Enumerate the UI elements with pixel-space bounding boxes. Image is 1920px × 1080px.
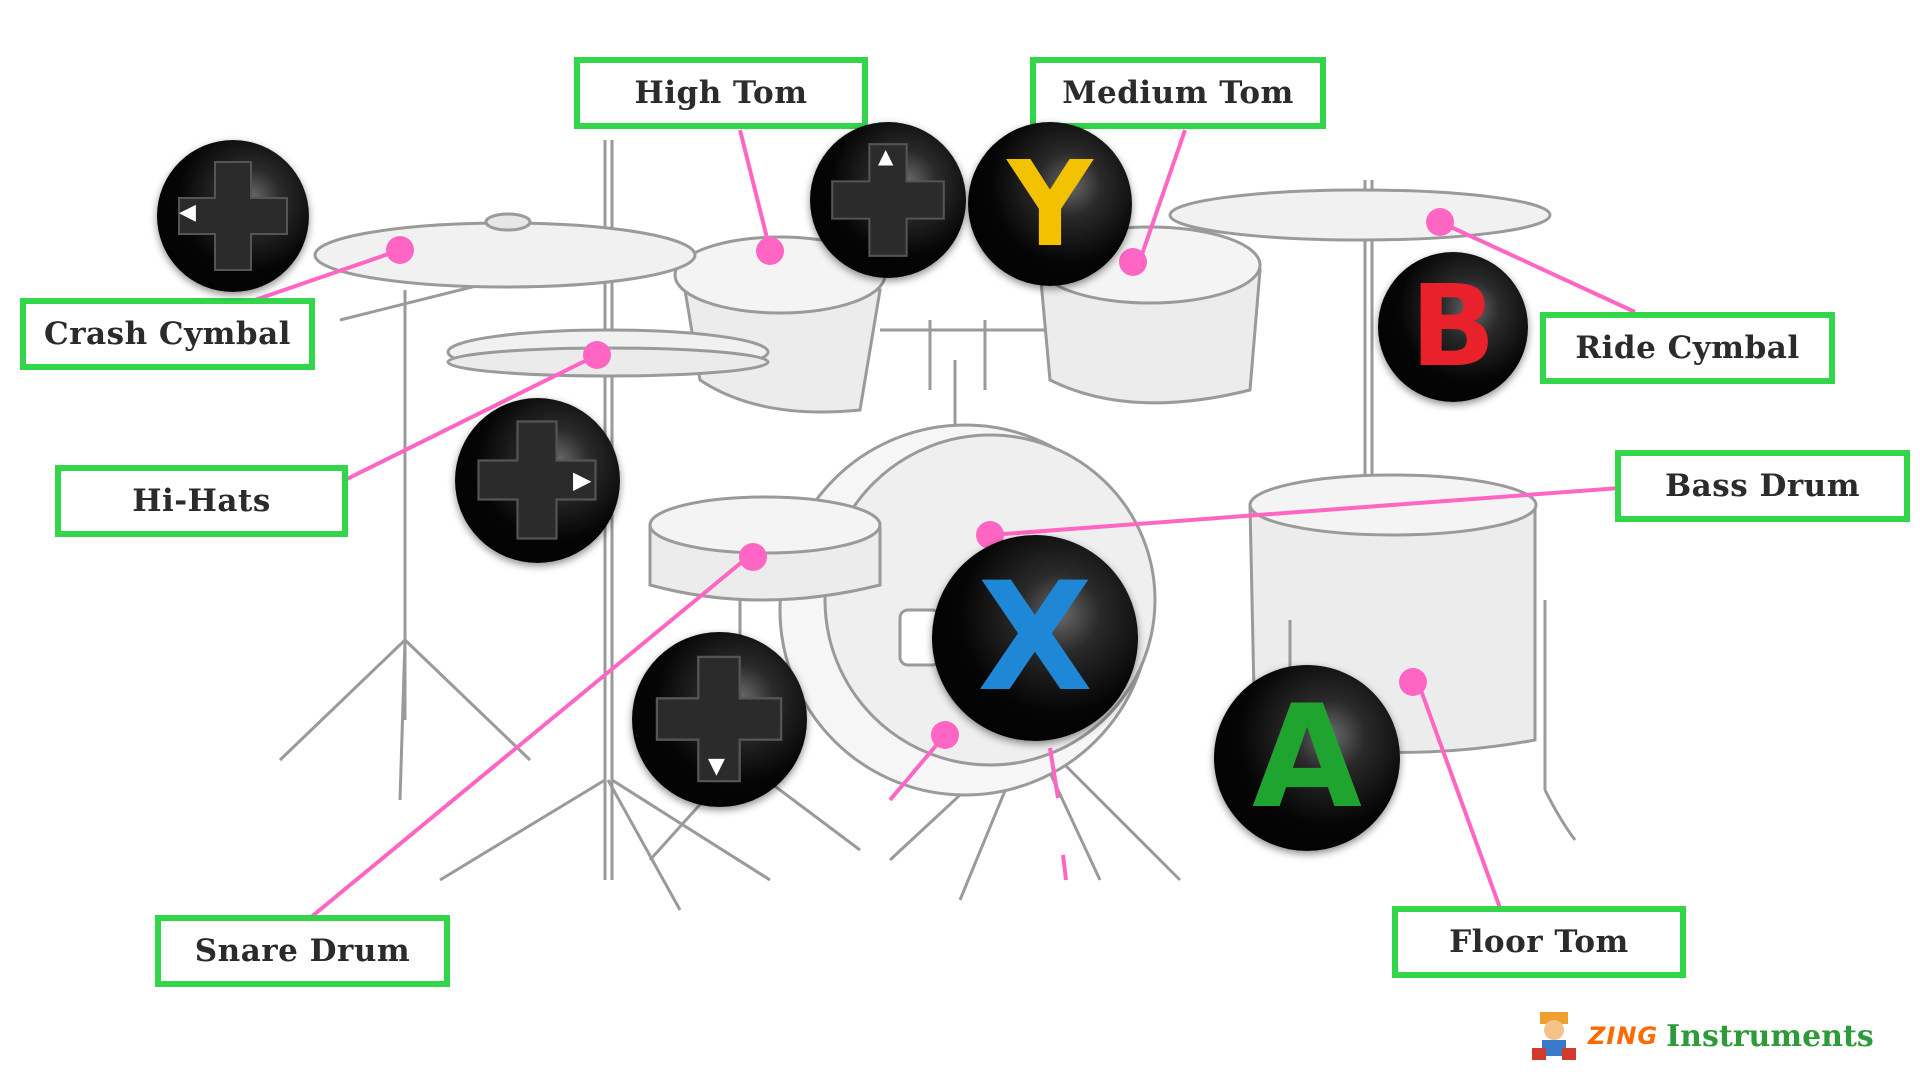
dpad-left-icon: ◀ [157,140,309,292]
button-b-letter: B [1410,262,1496,392]
drummer-mascot-icon [1532,1012,1576,1060]
brand-name-part1: ZING [1588,1022,1659,1050]
button-b-icon: B [1378,252,1528,402]
dpad-left-arrow: ◀ [179,200,196,225]
label-crash-cymbal: Crash Cymbal [20,298,315,370]
dpad-up-icon: ▲ [810,122,966,278]
dpad-right-arrow: ▶ [573,466,592,494]
label-ride-cymbal: Ride Cymbal [1540,312,1835,384]
crash-stand [278,283,532,801]
dpad-cross-icon [831,143,945,257]
dpad-cross-icon [477,420,597,540]
label-floor-tom: Floor Tom [1392,906,1686,978]
zing-instruments-logo: ZING Instruments [1528,1008,1874,1064]
ride-cymbal-shape [1168,188,1552,242]
button-x-icon: X [932,535,1138,741]
dpad-down-icon: ▼ [632,632,807,807]
button-y-icon: Y [968,122,1132,286]
button-x-letter: X [977,551,1093,725]
dpad-down-arrow: ▼ [708,754,725,779]
label-bass-drum: Bass Drum [1615,450,1910,522]
dpad-cross-icon [178,161,288,271]
leader-lines [254,129,1636,920]
button-a-letter: A [1252,675,1362,840]
button-a-icon: A [1214,665,1400,851]
label-snare-drum: Snare Drum [155,915,450,987]
brand-name-part2: Instruments [1666,1018,1874,1054]
dpad-right-icon: ▶ [455,398,620,563]
label-high-tom: High Tom [574,57,868,129]
dpad-up-arrow: ▲ [878,144,894,168]
medium-tom-shell [1038,268,1262,405]
label-hi-hats: Hi-Hats [55,465,348,537]
crash-cymbal-shape [313,221,697,289]
label-medium-tom: Medium Tom [1030,57,1326,129]
dpad-cross-icon [655,655,783,783]
button-y-letter: Y [1007,135,1093,273]
